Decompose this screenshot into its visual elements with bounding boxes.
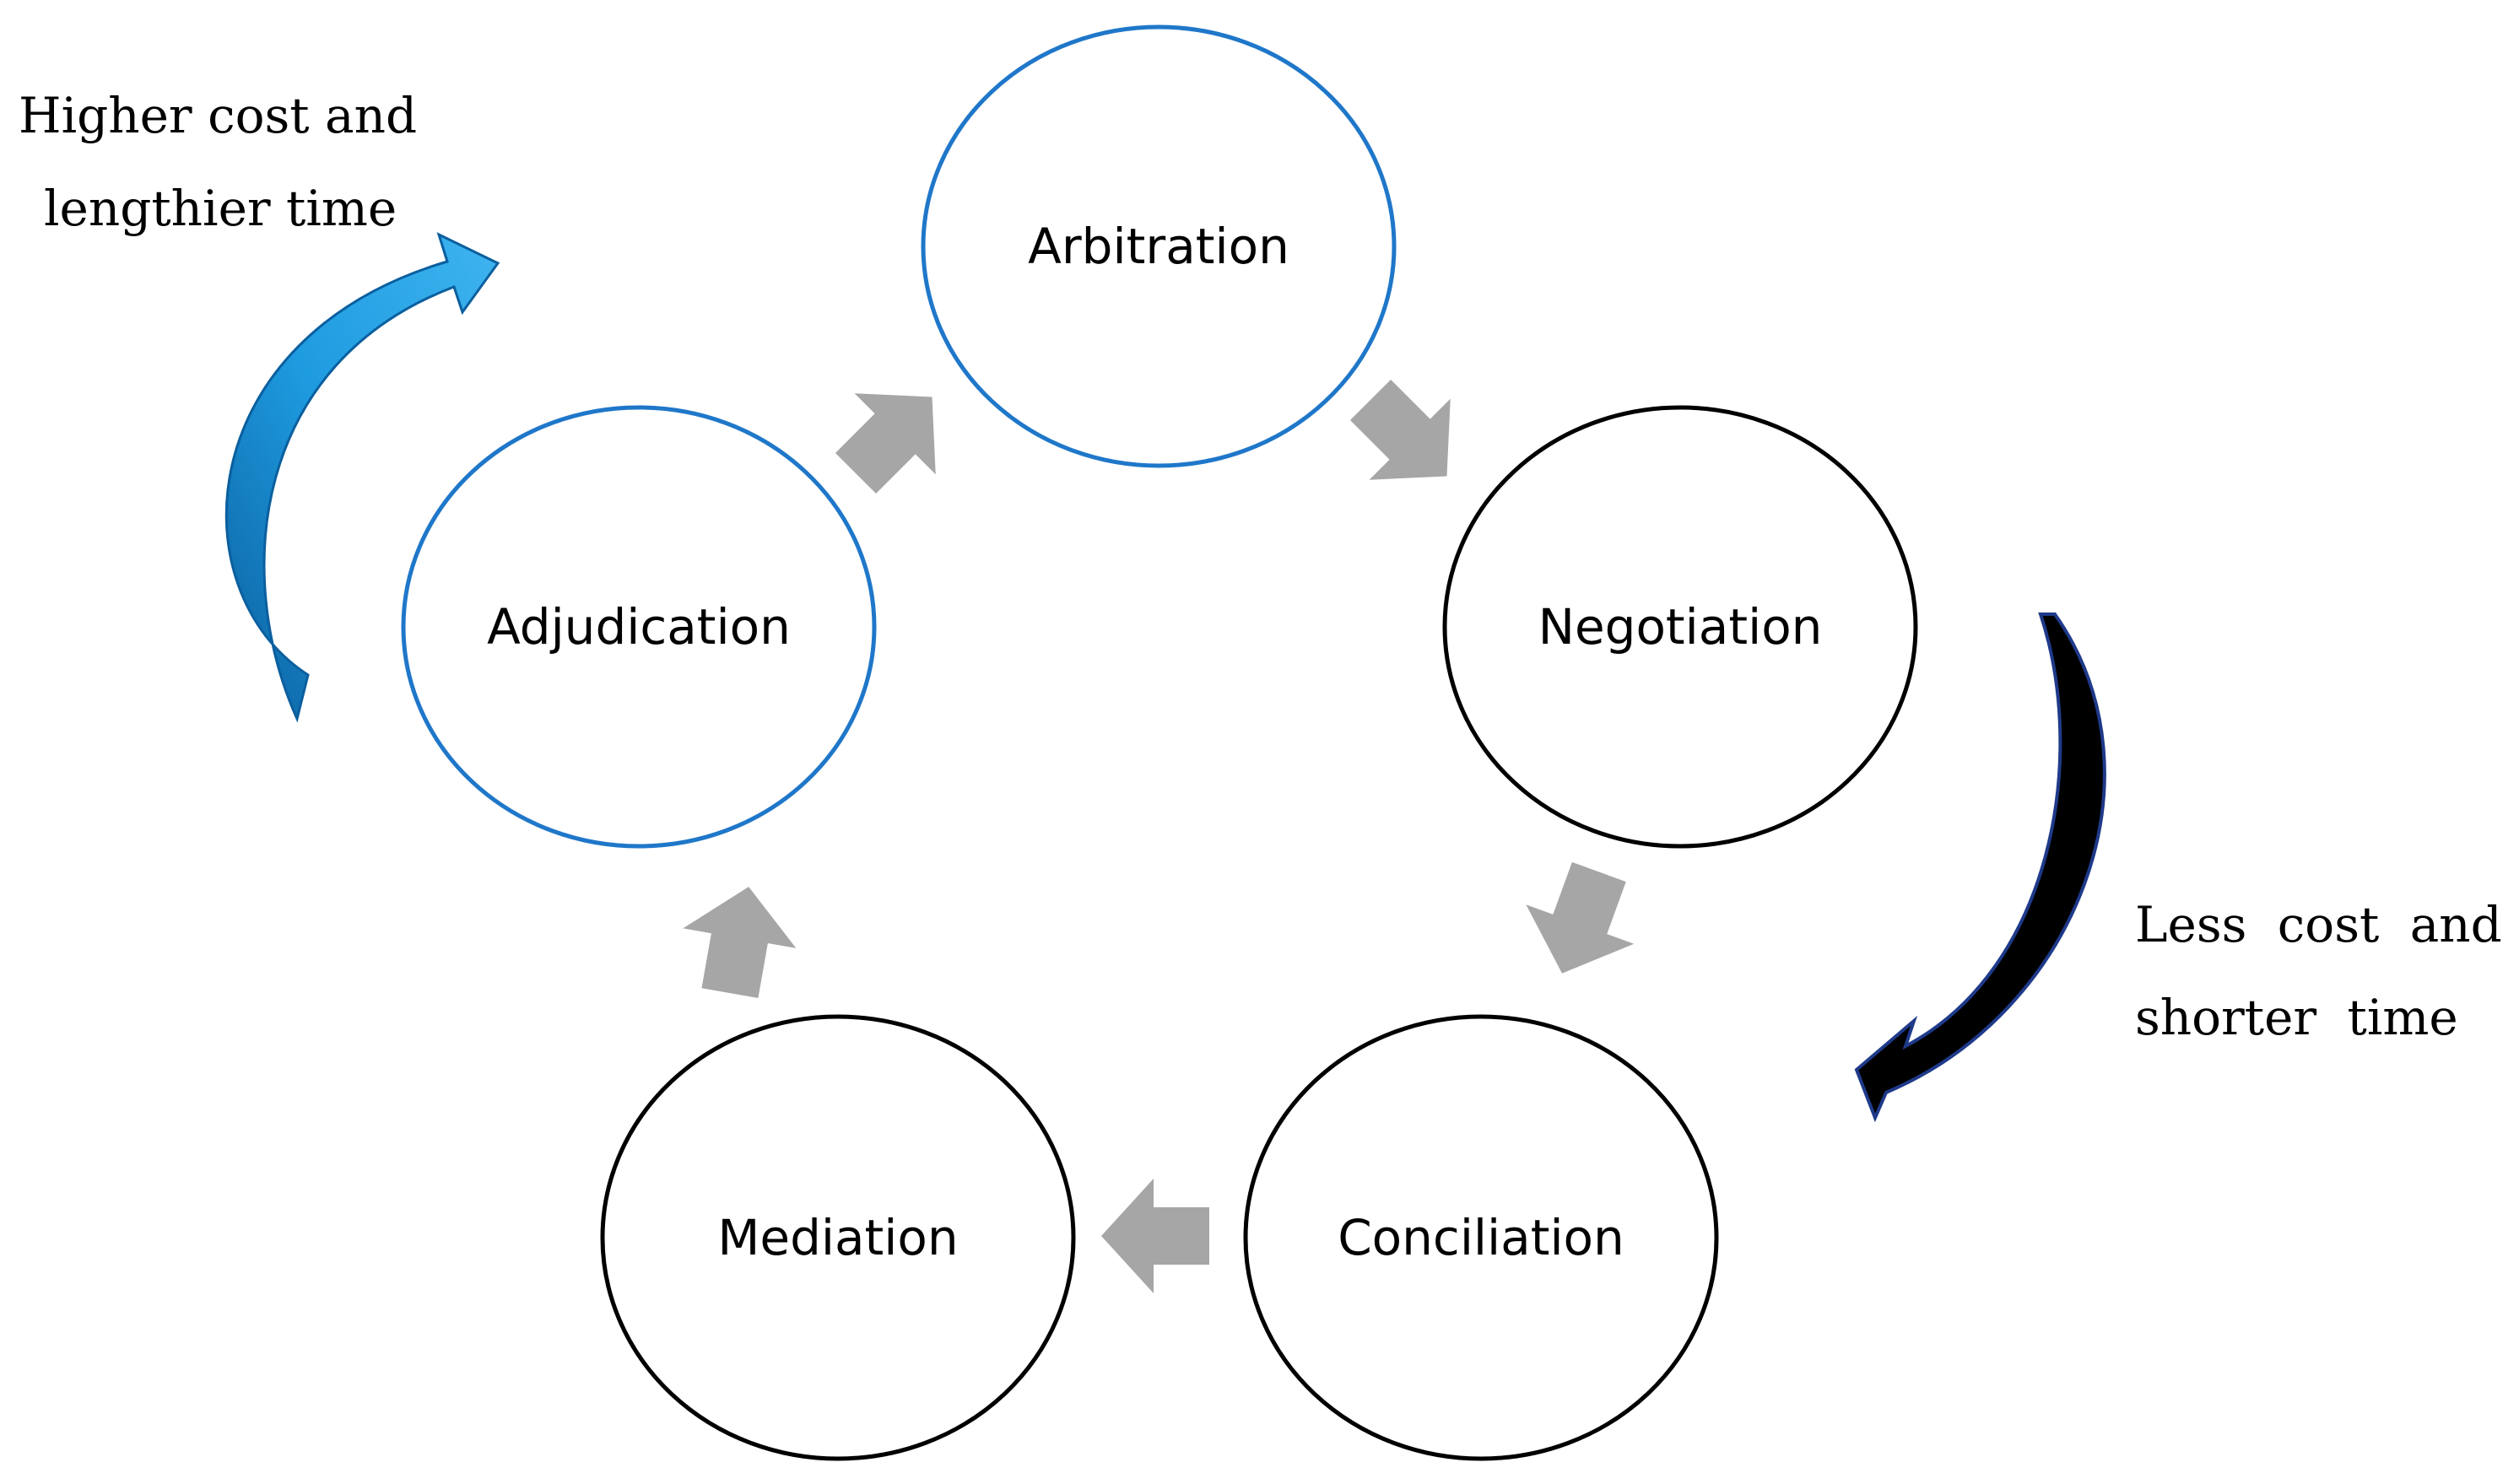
node-adjudication: Adjudication xyxy=(401,405,877,849)
node-negotiation: Negotiation xyxy=(1442,405,1918,849)
cycle-arrow-conciliation-to-mediation xyxy=(1101,1179,1209,1293)
annotation-higher-line2: lengthier time xyxy=(44,180,397,237)
cycle-arrow-negotiation-to-conciliation xyxy=(1526,861,1635,974)
node-arbitration-label: Arbitration xyxy=(1028,218,1289,275)
node-mediation: Mediation xyxy=(600,1014,1076,1461)
annotation-less-cost: Less cost and shorter time xyxy=(2135,878,2502,1064)
annotation-higher-cost: Higher cost and lengthier time xyxy=(19,69,417,255)
annotation-less-line1: Less cost and xyxy=(2135,896,2502,953)
cycle-arrow-mediation-to-adjudication xyxy=(683,887,797,999)
node-adjudication-label: Adjudication xyxy=(487,598,791,656)
annotation-higher-line1: Higher cost and xyxy=(19,87,418,144)
node-negotiation-label: Negotiation xyxy=(1538,598,1823,656)
node-conciliation: Conciliation xyxy=(1243,1014,1719,1461)
node-conciliation-label: Conciliation xyxy=(1338,1209,1624,1266)
curved-arrow-less-cost-icon xyxy=(1854,612,2106,1123)
node-mediation-label: Mediation xyxy=(717,1209,958,1266)
cycle-arrow-adjudication-to-arbitration xyxy=(835,393,936,494)
node-arbitration: Arbitration xyxy=(921,24,1397,468)
annotation-less-line2: shorter time xyxy=(2135,989,2458,1046)
cycle-arrow-arbitration-to-negotiation xyxy=(1349,379,1451,480)
curved-arrow-higher-cost-icon xyxy=(224,232,500,723)
